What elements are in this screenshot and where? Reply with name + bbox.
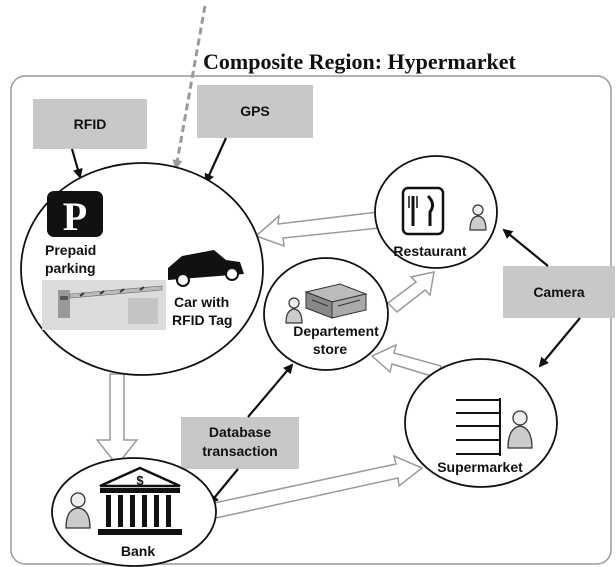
flow-arrow-bank-to-supermarket (213, 454, 424, 519)
external-dashed-arrow (172, 5, 207, 170)
rfid-source-box: RFID (33, 99, 147, 149)
department-store-region: Departement store (263, 257, 389, 371)
diagram-title: Composite Region: Hypermarket (203, 49, 517, 74)
restaurant-icon (401, 186, 445, 236)
restaurant-region: Restaurant (374, 155, 498, 269)
database-source-box: Database transaction (181, 417, 299, 469)
shelf-icon (456, 398, 501, 456)
bank-building-icon: $ (98, 466, 182, 535)
gps-source-box: GPS (197, 85, 313, 138)
gps-label: GPS (240, 103, 270, 119)
parking-sign-icon (47, 191, 103, 237)
camera-to-supermarket-arrow (538, 317, 581, 368)
rfid-label: RFID (74, 116, 107, 132)
person-icon (469, 204, 487, 231)
camera-label: Camera (533, 284, 585, 300)
gps-arrow (204, 137, 228, 184)
parking-barrier-icon (42, 280, 166, 330)
person-icon (285, 297, 303, 324)
bank-region: $ Bank (51, 457, 217, 567)
database-label-line2: transaction (202, 443, 277, 459)
department-label-line1: Departement (293, 323, 379, 339)
database-to-bank-arrow (208, 468, 239, 505)
car-label-line2: RFID Tag (172, 312, 232, 328)
flow-arrow-department-to-restaurant (386, 271, 435, 314)
bank-dollar-symbol: $ (136, 473, 144, 488)
person-icon (65, 492, 91, 529)
camera-to-restaurant-arrow (502, 228, 549, 267)
flow-arrow-parking-to-bank (95, 373, 139, 467)
bank-label: Bank (121, 543, 155, 559)
parking-label-line2: parking (45, 260, 96, 276)
flow-arrow-supermarket-to-department (370, 343, 442, 379)
car-label-line1: Car with (174, 294, 229, 310)
person-icon (507, 410, 533, 449)
parking-label-line1: Prepaid (45, 242, 96, 258)
store-building-icon (304, 283, 368, 319)
parking-sign-letter: P (63, 194, 87, 239)
composite-region-border (10, 75, 612, 565)
database-label-line1: Database (209, 424, 271, 440)
flow-arrow-restaurant-to-parking (254, 211, 381, 248)
supermarket-label: Supermarket (437, 459, 523, 475)
prepaid-parking-region: P Prepaid parking Car with RFID Tag (20, 162, 264, 376)
rfid-arrow (70, 148, 83, 179)
department-label-line2: store (313, 341, 347, 357)
car-icon (168, 250, 244, 287)
database-to-department-arrow (247, 363, 294, 418)
supermarket-region: Supermarket (404, 358, 558, 488)
restaurant-label: Restaurant (393, 243, 466, 259)
camera-source-box: Camera (503, 266, 615, 318)
